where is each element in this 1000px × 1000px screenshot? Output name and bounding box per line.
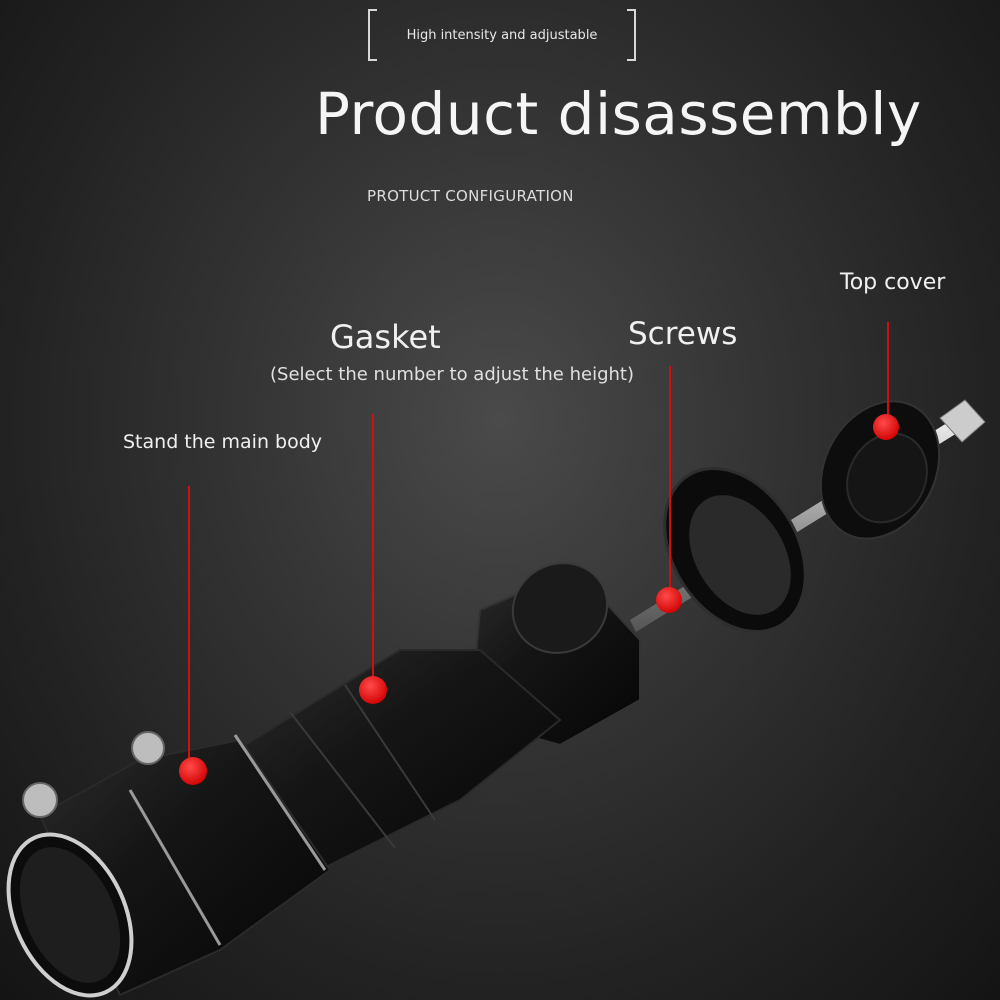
callout-main-body: Stand the main body bbox=[123, 431, 323, 453]
marker-screws bbox=[656, 587, 682, 613]
marker-main-body bbox=[179, 757, 207, 785]
marker-top-cover bbox=[873, 414, 899, 440]
callout-screws: Screws bbox=[628, 316, 738, 352]
markers bbox=[179, 414, 899, 785]
callout-gasket: Gasket bbox=[330, 318, 441, 356]
spacer-ring-part bbox=[663, 466, 807, 634]
page-title: Product disassembly bbox=[315, 80, 922, 148]
feature-badge: High intensity and adjustable bbox=[367, 8, 637, 62]
main-body-part bbox=[6, 562, 641, 998]
page-subtitle: PROTUCT CONFIGURATION bbox=[367, 187, 574, 205]
top-cover-part bbox=[819, 399, 986, 540]
callout-top-cover: Top cover bbox=[840, 270, 946, 295]
leader-lines bbox=[188, 322, 889, 770]
callout-gasket-note: (Select the number to adjust the height) bbox=[270, 364, 634, 385]
badge-bracket-frame bbox=[368, 9, 636, 61]
badge-text: High intensity and adjustable bbox=[406, 27, 598, 43]
marker-gasket bbox=[359, 676, 387, 704]
